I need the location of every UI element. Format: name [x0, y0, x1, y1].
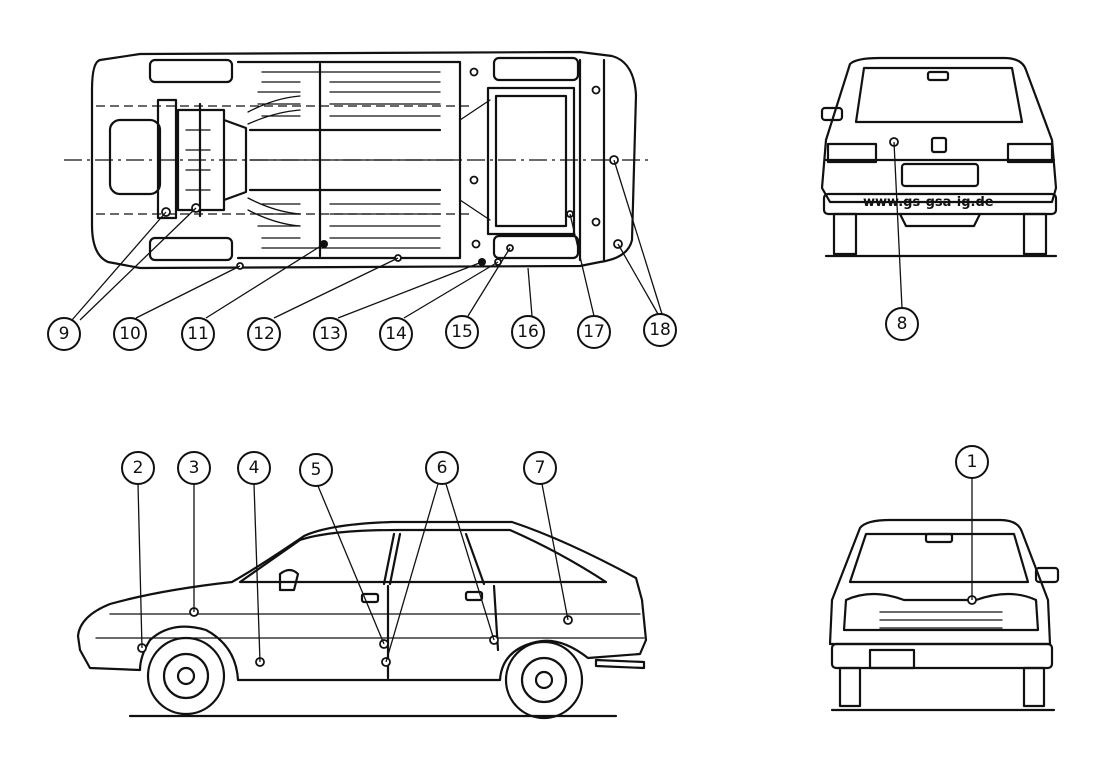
callout-6: 6 — [425, 451, 459, 485]
callout-8: 8 — [885, 307, 919, 341]
side-view — [76, 520, 648, 720]
callout-9: 9 — [47, 317, 81, 351]
callout-4: 4 — [237, 451, 271, 485]
callout-16-number: 16 — [517, 322, 539, 342]
callout-18: 18 — [643, 313, 677, 347]
callout-15-number: 15 — [451, 322, 473, 342]
callout-8-number: 8 — [897, 314, 908, 334]
watermark-text: www.gs-gsa-ig.de — [863, 195, 994, 210]
callout-5-number: 5 — [311, 460, 322, 480]
callout-18-number: 18 — [649, 320, 671, 340]
callout-11-number: 11 — [187, 324, 209, 344]
callout-13: 13 — [313, 317, 347, 351]
rear-view: www.gs-gsa-ig.de — [820, 56, 1058, 258]
callout-13-number: 13 — [319, 324, 341, 344]
callout-1-number: 1 — [967, 452, 978, 472]
callout-10: 10 — [113, 317, 147, 351]
callout-16: 16 — [511, 315, 545, 349]
underbody-view — [64, 50, 652, 270]
callout-6-number: 6 — [437, 458, 448, 478]
callout-14: 14 — [379, 317, 413, 351]
callout-12: 12 — [247, 317, 281, 351]
callout-14-number: 14 — [385, 324, 407, 344]
callout-4-number: 4 — [249, 458, 260, 478]
callout-2-number: 2 — [133, 458, 144, 478]
callout-1: 1 — [955, 445, 989, 479]
callout-17-number: 17 — [583, 322, 605, 342]
callout-3-number: 3 — [189, 458, 200, 478]
callout-2: 2 — [121, 451, 155, 485]
front-view — [828, 518, 1060, 712]
callout-12-number: 12 — [253, 324, 275, 344]
callout-15: 15 — [445, 315, 479, 349]
callout-7: 7 — [523, 451, 557, 485]
callout-10-number: 10 — [119, 324, 141, 344]
callout-5: 5 — [299, 453, 333, 487]
callout-7-number: 7 — [535, 458, 546, 478]
callout-17: 17 — [577, 315, 611, 349]
leader-lines — [71, 141, 973, 663]
callout-11: 11 — [181, 317, 215, 351]
callout-9-number: 9 — [59, 324, 70, 344]
callout-3: 3 — [177, 451, 211, 485]
